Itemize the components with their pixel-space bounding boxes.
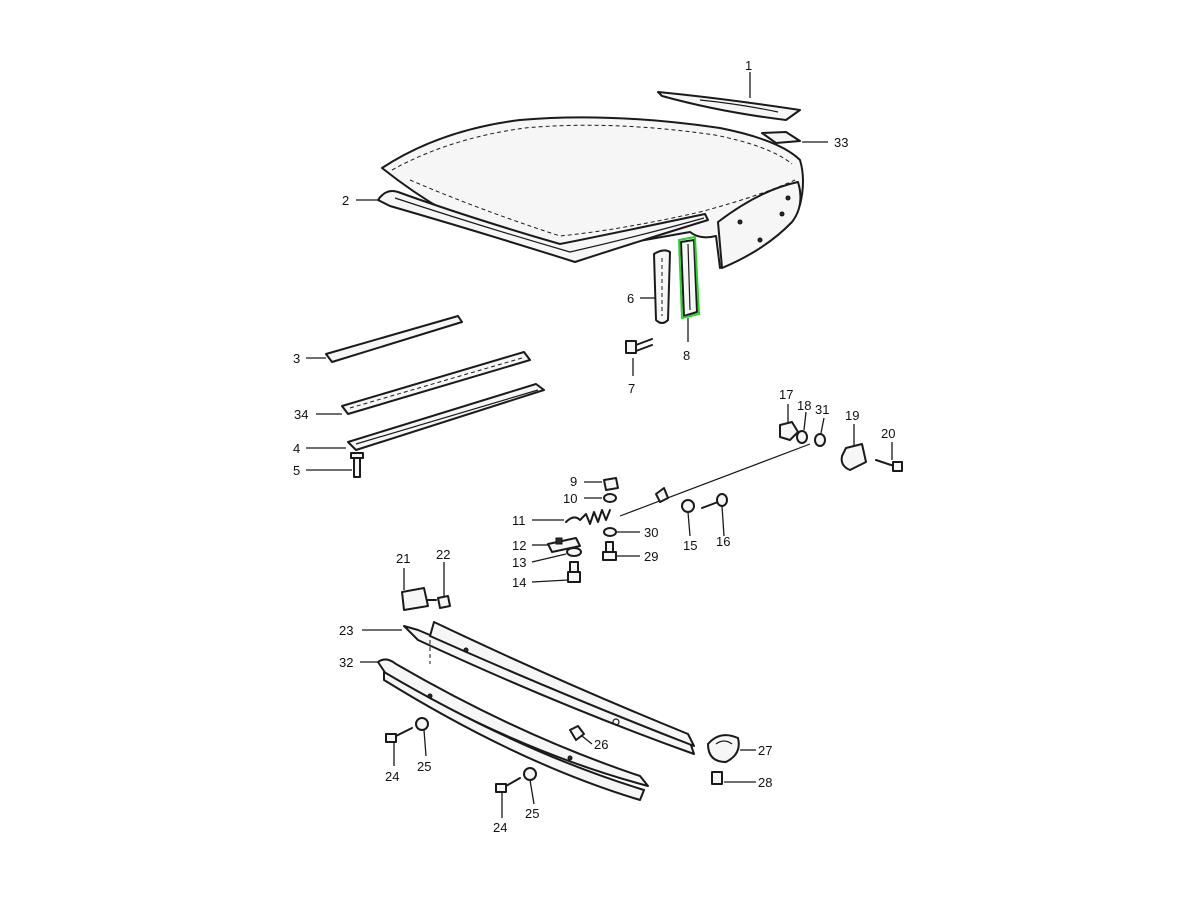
part-33-pad[interactable] bbox=[761, 131, 801, 144]
part-18-washer[interactable] bbox=[796, 430, 808, 444]
part-24-screw-b[interactable] bbox=[495, 777, 521, 793]
callout-14: 14 bbox=[512, 575, 526, 590]
part-24-screw-a[interactable] bbox=[385, 727, 413, 743]
part-5-pin[interactable] bbox=[350, 452, 364, 478]
part-10-washer[interactable] bbox=[603, 493, 617, 503]
part-13-washer[interactable] bbox=[566, 547, 582, 557]
callout-8: 8 bbox=[683, 348, 690, 363]
part-16-screw[interactable] bbox=[701, 493, 728, 509]
callout-29: 29 bbox=[644, 549, 658, 564]
callout-23: 23 bbox=[339, 623, 353, 638]
part-25-washer-a[interactable] bbox=[415, 717, 429, 731]
part-31-washer[interactable] bbox=[814, 433, 826, 447]
part-30-washer[interactable] bbox=[603, 527, 617, 537]
callout-19: 19 bbox=[845, 408, 859, 423]
callout-32: 32 bbox=[339, 655, 353, 670]
callout-5: 5 bbox=[293, 463, 300, 478]
leader-lines bbox=[306, 72, 893, 818]
callout-7: 7 bbox=[628, 381, 635, 396]
part-9-nut[interactable] bbox=[603, 477, 619, 491]
callout-22: 22 bbox=[436, 547, 450, 562]
callout-9: 9 bbox=[570, 474, 577, 489]
callout-18: 18 bbox=[797, 398, 811, 413]
part-14-bolt[interactable] bbox=[567, 561, 581, 583]
part-25-washer-b[interactable] bbox=[523, 767, 537, 781]
callout-15: 15 bbox=[683, 538, 697, 553]
callout-34: 34 bbox=[294, 407, 308, 422]
callout-17: 17 bbox=[779, 387, 793, 402]
callout-28: 28 bbox=[758, 775, 772, 790]
callout-24-b: 24 bbox=[493, 820, 507, 835]
part-34-strip[interactable] bbox=[341, 351, 531, 415]
callout-11: 11 bbox=[512, 513, 526, 528]
part-2-seal[interactable] bbox=[377, 190, 709, 263]
part-15-clip[interactable] bbox=[655, 487, 695, 513]
callout-10: 10 bbox=[563, 491, 577, 506]
part-4-rail[interactable] bbox=[347, 383, 545, 451]
callout-25-a: 25 bbox=[417, 759, 431, 774]
part-19-housing[interactable] bbox=[840, 443, 867, 471]
callout-21: 21 bbox=[396, 551, 410, 566]
callout-13: 13 bbox=[512, 555, 526, 570]
part-29-bolt[interactable] bbox=[602, 541, 617, 561]
callout-labels: 1 33 2 6 7 8 3 34 4 5 17 18 31 19 20 9 1… bbox=[293, 58, 895, 835]
part-21-bumper[interactable] bbox=[401, 587, 437, 611]
part-11-spring[interactable] bbox=[565, 509, 611, 525]
callout-33: 33 bbox=[834, 135, 848, 150]
part-7-bolt[interactable] bbox=[625, 338, 653, 354]
part-32-rail[interactable] bbox=[377, 658, 649, 801]
part-20-screw[interactable] bbox=[875, 459, 903, 472]
part-27-knob[interactable] bbox=[707, 734, 740, 763]
part-28-screw[interactable] bbox=[711, 771, 723, 785]
callout-25-b: 25 bbox=[525, 806, 539, 821]
part-12-latch[interactable] bbox=[547, 537, 581, 553]
part-6-seal-strip[interactable] bbox=[653, 249, 671, 324]
part-26-nut[interactable] bbox=[569, 725, 585, 741]
callout-16: 16 bbox=[716, 534, 730, 549]
callout-3: 3 bbox=[293, 351, 300, 366]
callout-27: 27 bbox=[758, 743, 772, 758]
part-22-nut[interactable] bbox=[437, 595, 451, 609]
callout-26: 26 bbox=[594, 737, 608, 752]
callout-20: 20 bbox=[881, 426, 895, 441]
part-3-strip[interactable] bbox=[325, 315, 463, 363]
callout-6: 6 bbox=[627, 291, 634, 306]
callout-12: 12 bbox=[512, 538, 526, 553]
callout-1: 1 bbox=[745, 58, 752, 73]
part-23-rail[interactable] bbox=[403, 621, 695, 755]
callout-30: 30 bbox=[644, 525, 658, 540]
callout-2: 2 bbox=[342, 193, 349, 208]
part-1-strip[interactable] bbox=[657, 91, 801, 121]
callout-4: 4 bbox=[293, 441, 300, 456]
callout-24-a: 24 bbox=[385, 769, 399, 784]
part-17-nut[interactable] bbox=[779, 421, 799, 441]
callout-31: 31 bbox=[815, 402, 829, 417]
part-8-bracket[interactable] bbox=[677, 235, 701, 320]
release-cable bbox=[619, 443, 811, 517]
